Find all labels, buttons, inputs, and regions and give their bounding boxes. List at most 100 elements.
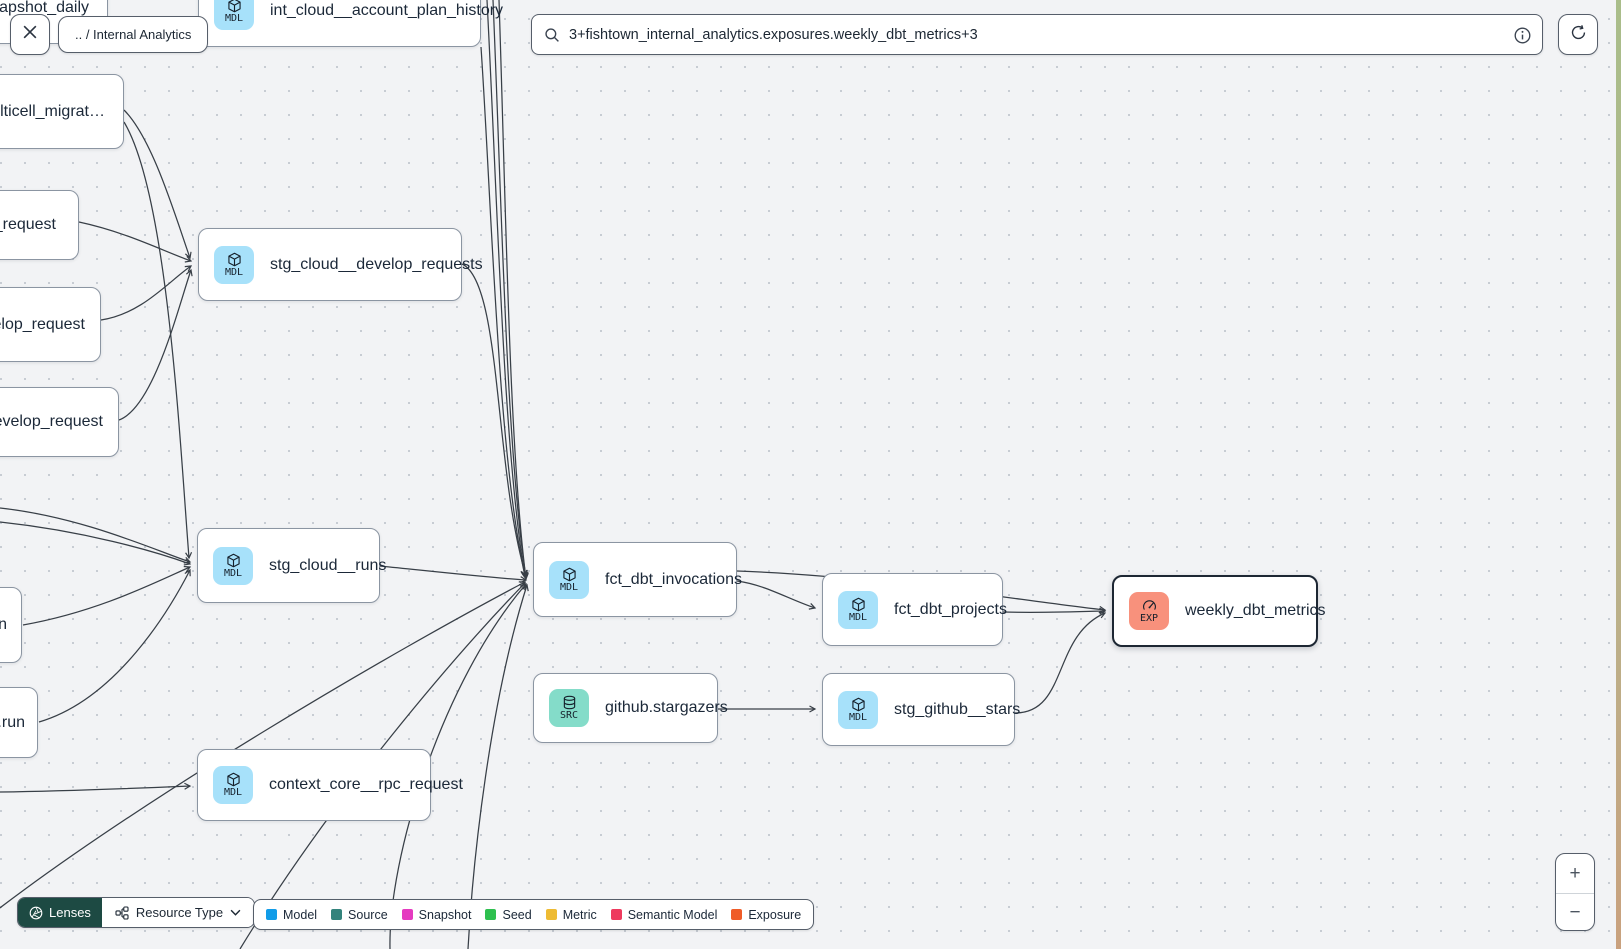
legend-item-source: Source [331,908,388,922]
close-button[interactable] [10,14,50,55]
zoom-in-button[interactable]: + [1569,862,1581,884]
node-label: stg_cloud__runs [269,556,387,574]
database-icon [562,695,577,710]
cube-icon [226,553,241,568]
edge-develop_request--stg_cloud__develop_requests [118,270,191,421]
node-weekly_dbt_metrics[interactable]: EXP weekly_dbt_metrics [1112,575,1326,647]
resource-type-label: Resource Type [135,905,224,920]
node-label: weekly_dbt_metrics [1185,602,1326,619]
node-context_core__rpc_request[interactable]: MDL context_core__rpc_request [197,749,463,821]
mdl-badge: MDL [213,766,253,804]
lens-control-group: Lenses Resource Type [17,897,256,928]
legend-item-semantic-model: Semantic Model [610,908,717,922]
mdl-badge: MDL [214,0,254,30]
edge-offscreen-left-3--context_core__rpc_request [0,786,190,793]
edge-stg_github__stars--weekly_dbt_metrics [1014,613,1105,714]
gauge-icon [1142,598,1157,613]
legend-swatch [545,909,557,920]
node-velop_request[interactable]: velop_request [0,287,101,362]
exp-badge: EXP [1129,592,1169,630]
cube-icon [851,697,866,712]
edge-offscreen-top-3--fct_dbt_invocations [498,0,526,579]
edge-fct_dbt_projects--weekly_dbt_metrics [1002,611,1105,612]
node-stg_cloud__runs[interactable]: MDL stg_cloud__runs [197,528,386,603]
node-stg_cloud__develop_requests[interactable]: MDL stg_cloud__develop_requests [198,228,483,301]
edge-offscreen-left-1--stg_cloud__runs [0,507,190,562]
legend-swatch [485,909,497,920]
node-n_node[interactable]: n [0,587,22,663]
edge-offscreen-left-2--stg_cloud__runs [0,521,190,564]
legend-item-snapshot: Snapshot [401,908,471,922]
legend-swatch [731,909,743,920]
legend-item-exposure: Exposure [731,908,801,922]
edge-offscreen-top-1--fct_dbt_invocations [486,0,525,577]
node-multicell_migrat[interactable]: multicell_migrat… [0,74,124,149]
edge-p_request--stg_cloud__develop_requests [78,221,191,261]
node-p_request[interactable]: p_request [0,190,79,260]
node-label: .develop_request [0,413,103,430]
mdl-badge: MDL [838,590,878,629]
node-label: velop_request [0,315,85,333]
node-stg_github__stars[interactable]: MDL stg_github__stars [822,673,1020,746]
search-icon [544,27,560,43]
screen-edge-strip [1616,0,1621,949]
mdl-badge: MDL [838,690,878,729]
node-run_node[interactable]: .run [0,687,38,758]
mdl-badge: MDL [549,560,589,599]
node-label: fct_dbt_projects [894,600,1007,618]
node-label: n [0,616,7,634]
zoom-out-button[interactable]: − [1556,893,1594,930]
node-int_cloud__account_plan_history[interactable]: MDL int_cloud__account_plan_history [198,0,503,47]
edge-fct_dbt_invocations--fct_dbt_projects [736,580,815,608]
node-label: stg_github__stars [894,700,1021,718]
node-label: p_request [0,216,56,233]
search-bar [531,14,1543,55]
cube-icon [851,597,866,612]
search-input[interactable] [569,26,1506,43]
refresh-button[interactable] [1558,14,1598,55]
src-badge: SRC [549,689,589,727]
breadcrumb[interactable]: .. / Internal Analytics [58,16,209,53]
node-github.stargazers[interactable]: SRC github.stargazers [533,673,728,743]
legend-swatch [401,909,413,920]
info-icon[interactable] [1514,27,1531,49]
breadcrumb-label: .. / Internal Analytics [75,27,192,42]
node-label: context_core__rpc_request [269,776,463,793]
resource-type-dropdown[interactable]: Resource Type [101,898,255,927]
edge-int_cloud__account_plan_history--fct_dbt_invocations [480,46,525,576]
legend-swatch [266,909,277,920]
aperture-icon [29,906,43,920]
edge-n_node--stg_cloud__runs [22,567,190,626]
edge-offscreen-top-2--fct_dbt_invocations [492,0,526,578]
node-label: .run [0,713,25,731]
cube-icon [227,252,242,267]
cube-icon [226,772,241,787]
edge-multicell_migrat--stg_cloud__develop_requests [123,109,190,258]
mdl-badge: MDL [213,546,253,585]
refresh-icon [1570,24,1587,46]
legend-item-model: Model [266,908,317,922]
close-icon [23,25,37,44]
mdl-badge: MDL [214,245,254,284]
lenses-label: Lenses [49,905,91,920]
node-label: int_cloud__account_plan_history [270,2,504,19]
node-label: snapshot_daily [0,0,89,16]
edge-offscreen-bottom-4--fct_dbt_invocations [467,585,527,949]
node-fct_dbt_projects[interactable]: MDL fct_dbt_projects [822,573,1007,646]
legend-swatch [610,909,622,920]
cube-icon [227,0,242,13]
chevron-down-icon [230,909,241,916]
lenses-button[interactable]: Lenses [18,898,102,927]
edge-velop_request--stg_cloud__develop_requests [100,266,191,321]
edge-multicell_migrat--stg_cloud__runs [123,121,189,558]
edge-stg_cloud__runs--fct_dbt_invocations [379,565,526,580]
node-develop_request[interactable]: .develop_request [0,387,119,457]
legend-swatch [331,909,343,920]
node-label: github.stargazers [605,699,728,716]
node-label: stg_cloud__develop_requests [270,255,483,273]
edge-run_node--stg_cloud__runs [38,570,190,723]
legend-item-seed: Seed [485,908,532,922]
